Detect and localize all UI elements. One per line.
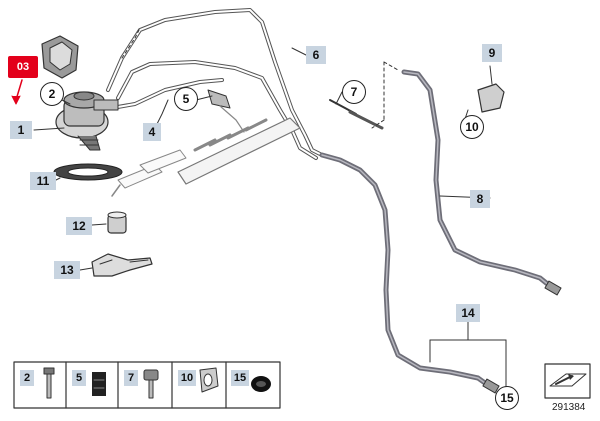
- legend-label-10: 10: [178, 370, 196, 386]
- callout-8: 8: [470, 190, 490, 208]
- callout-7: 7: [342, 80, 366, 104]
- callout-12: 12: [66, 217, 92, 235]
- callout-14: 14: [456, 304, 480, 322]
- hose-8: [401, 69, 558, 293]
- cap-part: [41, 35, 79, 79]
- legend-label-2: 2: [20, 370, 34, 386]
- callout-5: 5: [174, 87, 198, 111]
- hp-pump: [55, 91, 119, 151]
- callout-11: 11: [30, 172, 56, 190]
- fuel-rail: [177, 117, 301, 185]
- highlight-label: 03: [8, 56, 38, 78]
- callout-10: 10: [460, 115, 484, 139]
- legend-label-15: 15: [231, 370, 249, 386]
- legend-label-5: 5: [72, 370, 86, 386]
- callout-13: 13: [54, 261, 80, 279]
- callout-1: 1: [10, 121, 32, 139]
- fuel-line-4: [116, 60, 318, 160]
- callout-6: 6: [306, 46, 326, 64]
- callout-9: 9: [482, 44, 502, 62]
- diagram-number: 291384: [552, 402, 586, 413]
- callout-4: 4: [143, 123, 161, 141]
- hose-14: [319, 152, 495, 391]
- arrow-icon: [544, 363, 591, 399]
- bracket: [91, 253, 153, 277]
- legend-label-7: 7: [124, 370, 138, 386]
- callout-15: 15: [495, 386, 519, 410]
- clamp-10: [477, 83, 505, 113]
- callout-2: 2: [40, 82, 64, 106]
